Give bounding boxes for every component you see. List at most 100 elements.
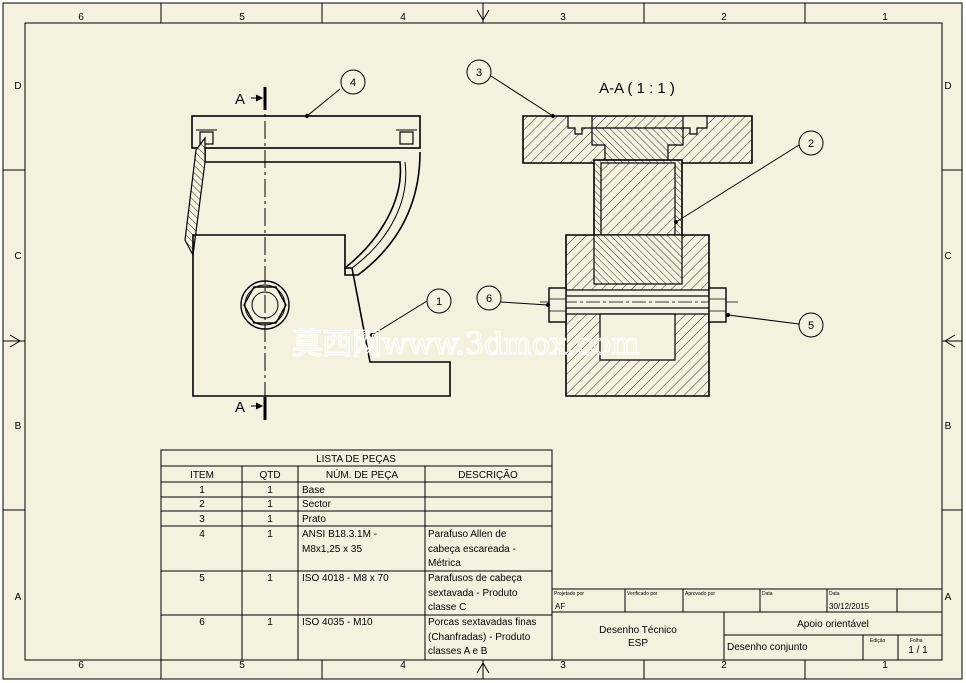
checked-by-label: Verificado por — [627, 591, 658, 597]
front-sector-body — [204, 148, 421, 276]
row-2-item: 2 — [199, 499, 205, 510]
row-2-qty: 1 — [267, 499, 273, 510]
row-5-part: ISO 4018 - M8 x 70 — [302, 573, 389, 584]
zone-row-d: D — [14, 81, 21, 92]
row-5-desc-line3: classe C — [428, 602, 466, 613]
zone-row-b-right: B — [945, 421, 952, 432]
row-5-item: 5 — [199, 573, 205, 584]
balloon-5: 5 — [798, 312, 824, 338]
front-base — [192, 234, 451, 397]
row-3-qty: 1 — [267, 514, 273, 525]
school-line-1: Desenho Técnico — [599, 625, 677, 636]
drawing-subtitle: Desenho conjunto — [727, 642, 808, 653]
row-4-qty: 1 — [267, 529, 273, 540]
zone-ticks — [3, 3, 962, 679]
row-4-desc-line1: Parafuso Allen de — [428, 529, 507, 540]
row-3-part: Prato — [302, 514, 326, 525]
row-4-desc-line3: Métrica — [428, 558, 461, 569]
table-row: 5 1 ISO 4018 - M8 x 70 Parafusos de cabe… — [199, 573, 522, 613]
row-6-desc-line1: Porcas sextavadas finas — [428, 617, 536, 628]
date-label-approval: Data — [762, 591, 773, 597]
section-cut-label-top: A — [235, 91, 245, 108]
balloon-1-label: 1 — [436, 296, 442, 308]
row-5-desc-line1: Parafusos de cabeça — [428, 573, 522, 584]
edition-label: Edição — [870, 638, 886, 644]
row-2-part: Sector — [302, 499, 332, 510]
approved-by-label: Aprovado por — [685, 591, 715, 597]
row-3-item: 3 — [199, 514, 205, 525]
watermark: 莫西网www.3dmox.com — [292, 327, 640, 362]
header-item: ITEM — [190, 470, 214, 481]
row-6-part: ISO 4035 - M10 — [302, 617, 373, 628]
balloon-3-label: 3 — [476, 67, 482, 79]
table-row: 2 1 Sector — [199, 499, 331, 510]
drawing-date: 30/12/2015 — [829, 602, 870, 611]
table-row: 4 1 ANSI B18.3.1M - M8x1,25 x 35 Parafus… — [199, 529, 516, 569]
zone-row-c: C — [14, 251, 21, 262]
front-view — [184, 87, 451, 420]
row-6-desc-line2: (Chanfradas) - Produto — [428, 632, 531, 643]
row-6-desc-line3: classes A e B — [428, 646, 488, 657]
balloon-6: 6 — [476, 285, 502, 311]
row-6-item: 6 — [199, 617, 205, 628]
row-4-item: 4 — [199, 529, 205, 540]
school-line-2: ESP — [628, 638, 648, 649]
zone-col-2-bottom: 2 — [721, 660, 727, 671]
balloon-2: 2 — [798, 130, 824, 156]
balloon-5-label: 5 — [808, 320, 814, 332]
parts-list-title: LISTA DE PEÇAS — [316, 454, 396, 465]
table-row: 3 1 Prato — [199, 514, 326, 525]
section-cut-label-bottom: A — [235, 399, 245, 416]
table-row: 1 1 Base — [199, 485, 325, 496]
section-bolt-head — [708, 287, 727, 323]
balloon-6-label: 6 — [486, 293, 492, 305]
front-slot-right — [399, 131, 414, 145]
zone-col-6: 6 — [78, 12, 84, 23]
row-6-qty: 1 — [267, 617, 273, 628]
front-bolt-hex — [243, 286, 287, 324]
zone-labels-left: D C B A — [14, 81, 21, 603]
balloon-2-label: 2 — [808, 138, 814, 150]
centering-marks — [3, 3, 962, 679]
header-part-number: NÚM. DE PEÇA — [326, 468, 399, 481]
balloon-4-label: 4 — [350, 77, 356, 89]
zone-col-2: 2 — [721, 12, 727, 23]
row-1-item: 1 — [199, 485, 205, 496]
zone-labels-right: D C B A — [944, 81, 951, 603]
zone-labels-top: 6 5 4 3 2 1 — [78, 12, 888, 23]
row-4-part-line1: ANSI B18.3.1M - — [302, 529, 377, 540]
zone-row-a-right: A — [945, 592, 952, 603]
front-slot-left — [199, 131, 214, 145]
zone-col-4: 4 — [400, 12, 406, 23]
sheet-number: 1 / 1 — [908, 645, 928, 656]
section-nut — [548, 287, 567, 323]
header-qty: QTD — [259, 470, 280, 481]
balloon-1: 1 — [426, 288, 452, 314]
zone-row-d-right: D — [944, 81, 951, 92]
zone-row-b: B — [15, 421, 22, 432]
zone-col-5-bottom: 5 — [239, 660, 245, 671]
row-4-part-line2: M8x1,25 x 35 — [302, 544, 362, 555]
sheet-label: Folha — [910, 638, 923, 644]
row-5-qty: 1 — [267, 573, 273, 584]
row-4-desc-line2: cabeça escareada - — [428, 544, 516, 555]
balloon-3: 3 — [466, 59, 492, 85]
section-view-title: A-A ( 1 : 1 ) — [599, 80, 675, 97]
balloon-4: 4 — [340, 69, 366, 95]
table-row: 6 1 ISO 4035 - M10 Porcas sextavadas fin… — [199, 617, 536, 657]
header-description: DESCRIÇÃO — [458, 468, 518, 481]
designed-by-label: Projetado por — [554, 591, 584, 597]
date-label: Data — [829, 591, 840, 597]
parts-list-table: LISTA DE PEÇAS ITEM QTD NÚM. DE PEÇA DES… — [160, 449, 553, 661]
zone-col-3-bottom: 3 — [560, 660, 566, 671]
row-1-qty: 1 — [267, 485, 273, 496]
title-block: Projetado por AF Verificado por Aprovado… — [551, 588, 943, 661]
drawing-title: Apoio orientável — [797, 619, 869, 630]
front-left-wedge — [184, 136, 206, 257]
zone-row-a: A — [15, 592, 22, 603]
zone-col-1-bottom: 1 — [882, 660, 888, 671]
leader-lines — [304, 75, 800, 338]
zone-col-5: 5 — [239, 12, 245, 23]
zone-col-6-bottom: 6 — [78, 660, 84, 671]
